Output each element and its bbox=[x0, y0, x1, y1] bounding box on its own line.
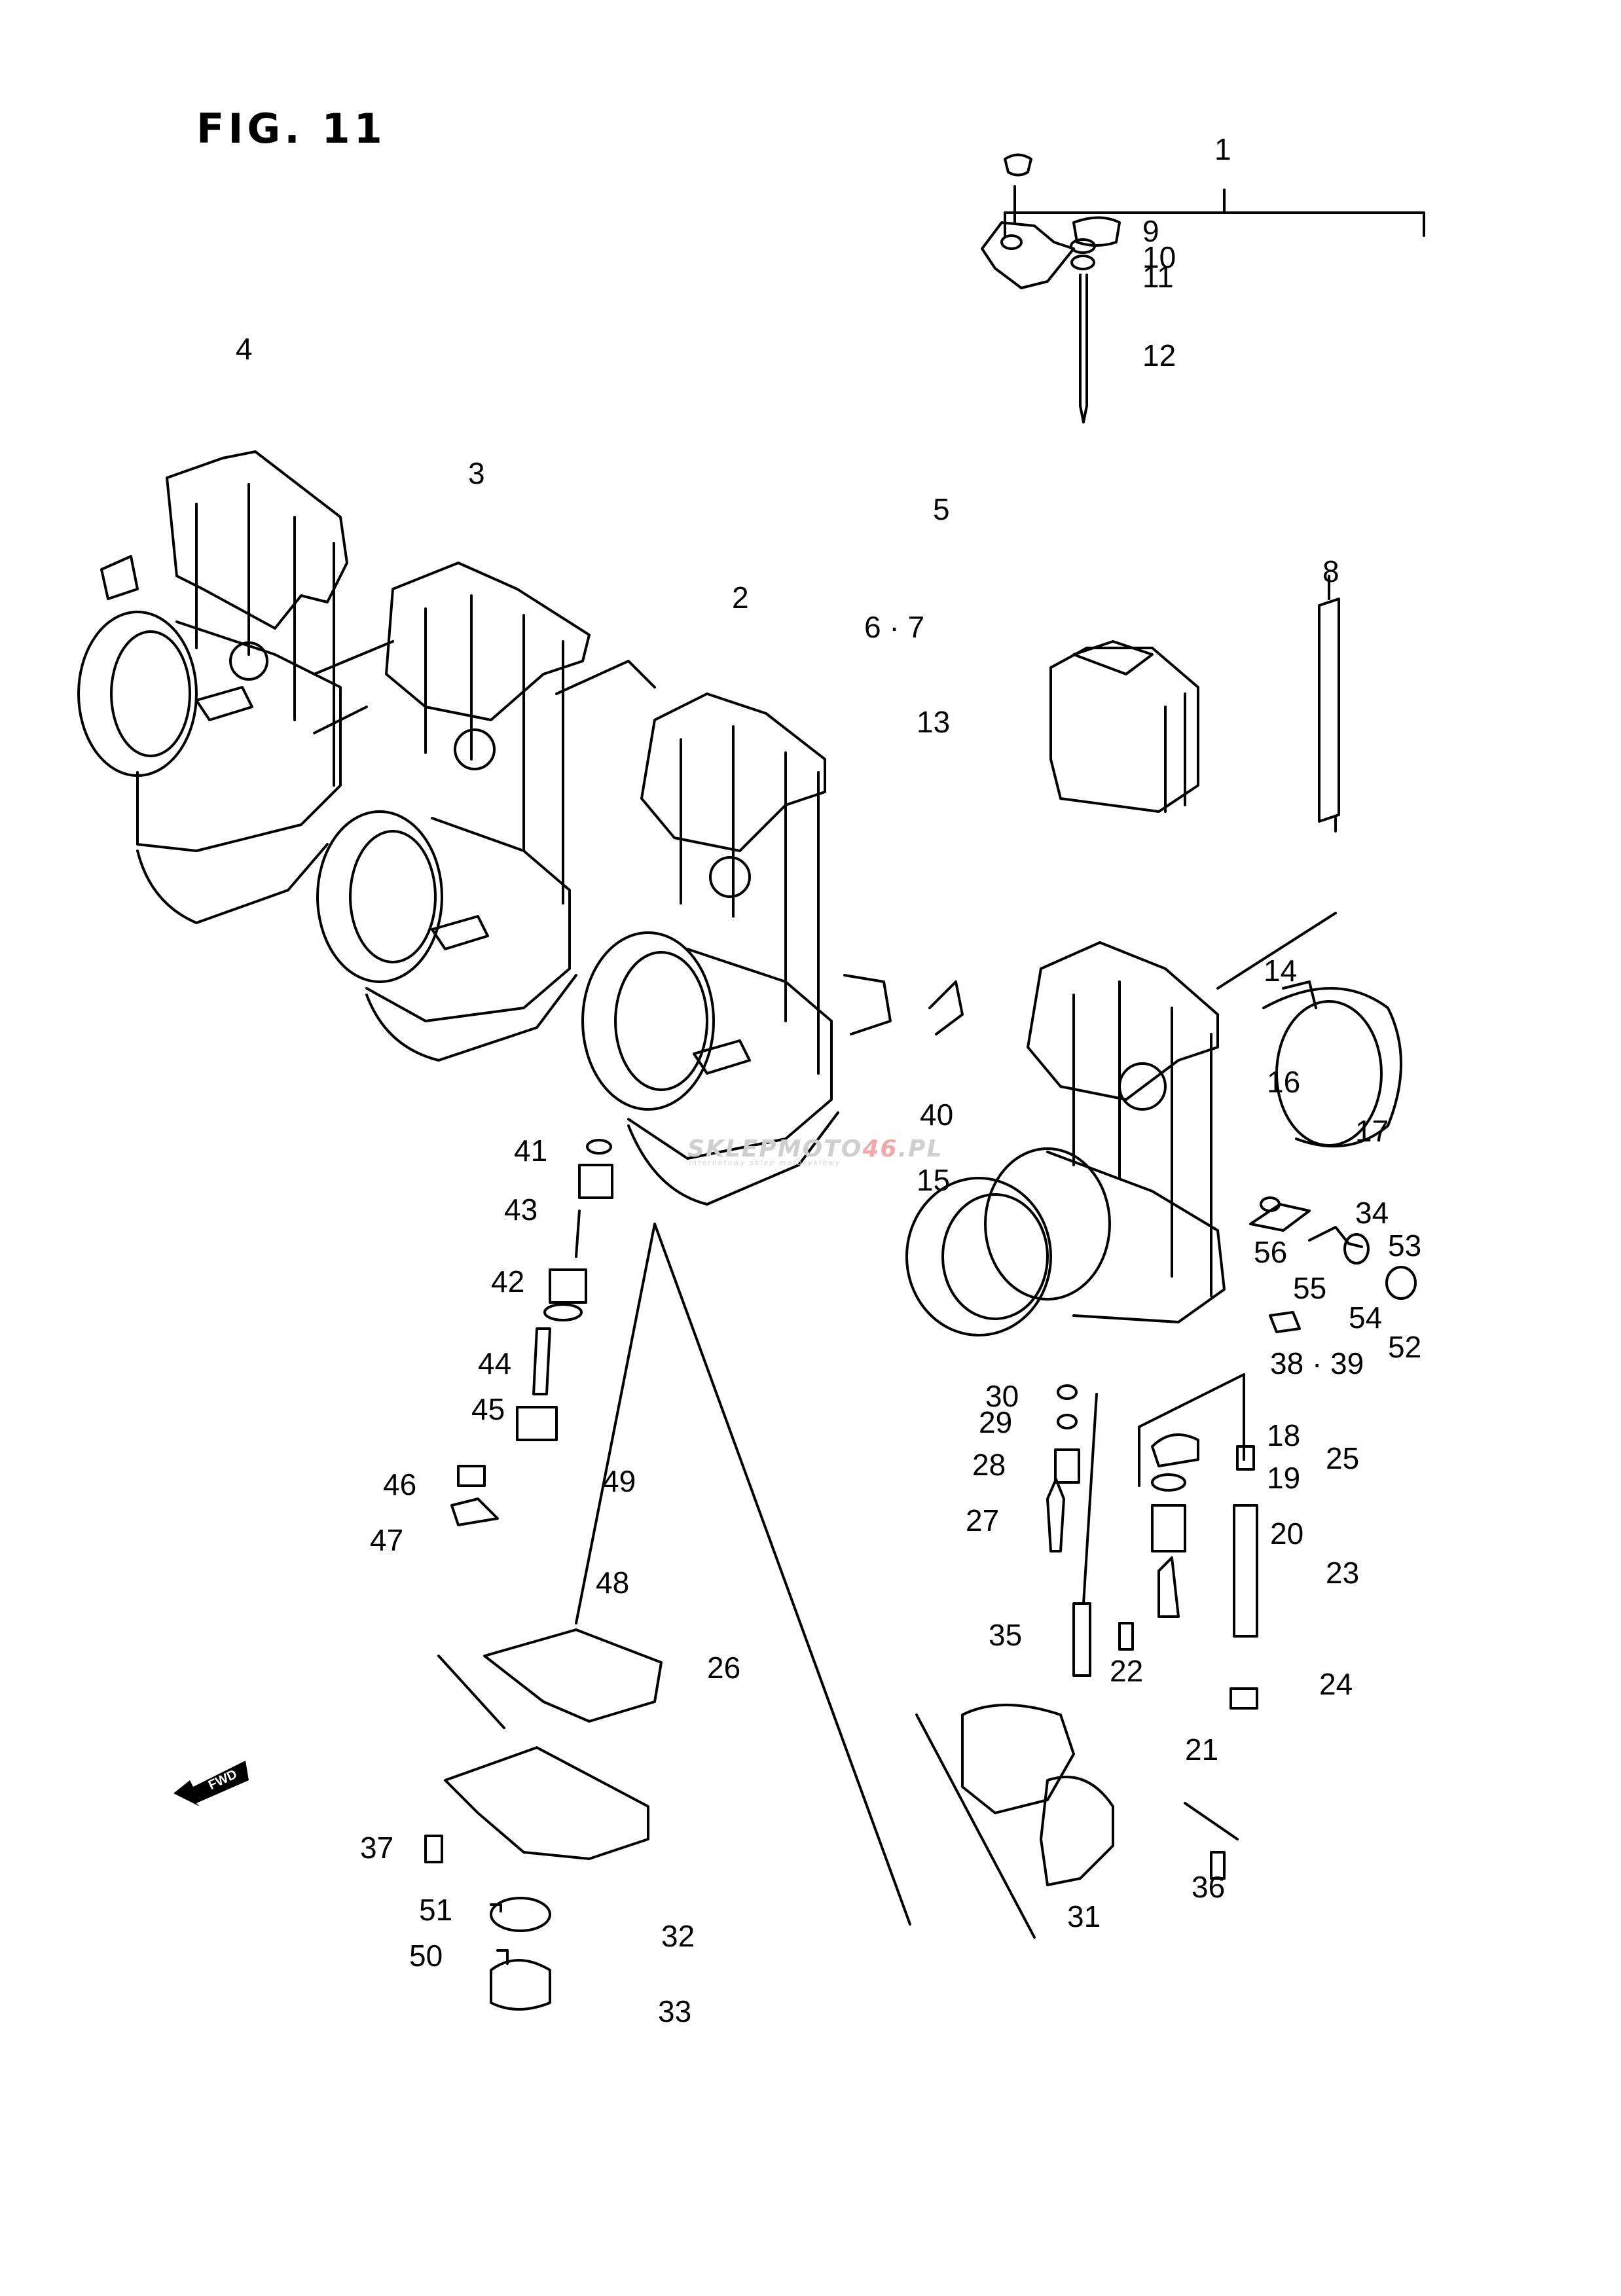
callout-2: 2 bbox=[732, 581, 749, 615]
callout-19: 19 bbox=[1267, 1461, 1301, 1495]
callout-43: 43 bbox=[504, 1193, 538, 1227]
callout-4: 4 bbox=[236, 332, 253, 366]
callout-37: 37 bbox=[360, 1831, 394, 1865]
callout-14: 14 bbox=[1264, 954, 1298, 988]
slide-rail-drawing bbox=[1318, 575, 1340, 833]
callout-3: 3 bbox=[468, 456, 485, 490]
carburetor-2-drawing bbox=[555, 660, 964, 1206]
callout-33: 33 bbox=[658, 1994, 692, 2028]
callout-32: 32 bbox=[661, 1919, 695, 1953]
callout-6-7: 6 · 7 bbox=[864, 610, 925, 644]
figure-title: FIG. 11 bbox=[196, 105, 386, 152]
callout-17: 17 bbox=[1355, 1114, 1389, 1148]
watermark-suffix: .PL bbox=[898, 1136, 943, 1162]
mixture-screw-parts-drawing bbox=[1249, 1196, 1417, 1333]
carburetor-4-drawing bbox=[77, 450, 348, 924]
callout-55: 55 bbox=[1293, 1271, 1327, 1305]
watermark-number: 46 bbox=[862, 1136, 898, 1162]
callout-36: 36 bbox=[1192, 1870, 1226, 1904]
callout-11: 11 bbox=[1142, 260, 1174, 294]
needle-holder-drawing bbox=[981, 153, 1075, 289]
callout-53: 53 bbox=[1388, 1229, 1422, 1263]
callout-44: 44 bbox=[478, 1346, 512, 1380]
callout-9: 9 bbox=[1142, 214, 1159, 248]
callout-29: 29 bbox=[979, 1405, 1013, 1439]
callout-21: 21 bbox=[1185, 1732, 1219, 1767]
float-assembly-drawing bbox=[915, 1704, 1239, 1939]
callout-46: 46 bbox=[383, 1467, 417, 1501]
callout-13: 13 bbox=[917, 705, 951, 739]
callout-47: 47 bbox=[370, 1523, 404, 1557]
callout-5: 5 bbox=[933, 492, 950, 526]
callout-18: 18 bbox=[1267, 1418, 1301, 1452]
callout-35: 35 bbox=[989, 1618, 1023, 1652]
callout-51: 51 bbox=[419, 1893, 453, 1927]
callout-20: 20 bbox=[1270, 1516, 1304, 1551]
callout-8: 8 bbox=[1322, 554, 1339, 588]
callout-48: 48 bbox=[596, 1566, 630, 1600]
callout-23: 23 bbox=[1326, 1556, 1360, 1590]
callout-22: 22 bbox=[1110, 1654, 1144, 1688]
callout-16: 16 bbox=[1267, 1065, 1301, 1099]
callout-50: 50 bbox=[409, 1939, 443, 1973]
carburetor-3-drawing bbox=[313, 562, 591, 1062]
callout-24: 24 bbox=[1319, 1667, 1353, 1701]
callout-27: 27 bbox=[966, 1503, 1000, 1537]
watermark-logo: SKLEPMOTO46.PL bbox=[687, 1136, 943, 1162]
callout-26: 26 bbox=[707, 1651, 741, 1685]
callout-54: 54 bbox=[1349, 1300, 1383, 1335]
callout-1: 1 bbox=[1214, 132, 1231, 166]
callout-41: 41 bbox=[514, 1134, 548, 1168]
carburetor-body-drawing bbox=[905, 912, 1402, 1336]
callout-10: 10 bbox=[1142, 240, 1176, 274]
float-bowl-drawing bbox=[424, 1223, 911, 2011]
callout-25: 25 bbox=[1326, 1441, 1360, 1475]
callout-49: 49 bbox=[602, 1464, 636, 1498]
forward-arrow-icon: FWD bbox=[173, 1761, 249, 1806]
accelerator-pump-parts-drawing bbox=[450, 1139, 613, 1526]
callout-12: 12 bbox=[1142, 338, 1176, 372]
assembly-bracket bbox=[1004, 188, 1425, 237]
jet-needle-stack-drawing bbox=[1070, 216, 1121, 423]
watermark-tagline: internetowy sklep motocyklowy bbox=[689, 1158, 841, 1167]
callout-31: 31 bbox=[1067, 1899, 1101, 1933]
throttle-piston-drawing bbox=[1049, 640, 1199, 813]
callout-15: 15 bbox=[917, 1163, 951, 1197]
callout-40: 40 bbox=[920, 1098, 954, 1132]
callout-52: 52 bbox=[1388, 1330, 1422, 1364]
callout-56: 56 bbox=[1254, 1235, 1288, 1269]
callout-38-39: 38 · 39 bbox=[1270, 1346, 1364, 1380]
callout-42: 42 bbox=[491, 1265, 525, 1299]
watermark-brand: SKLEPMOTO bbox=[687, 1136, 863, 1162]
callout-34: 34 bbox=[1355, 1196, 1389, 1230]
jets-column-drawing bbox=[1046, 1373, 1258, 1710]
callout-28: 28 bbox=[972, 1448, 1006, 1482]
callout-45: 45 bbox=[471, 1392, 505, 1426]
callout-30: 30 bbox=[985, 1379, 1019, 1413]
